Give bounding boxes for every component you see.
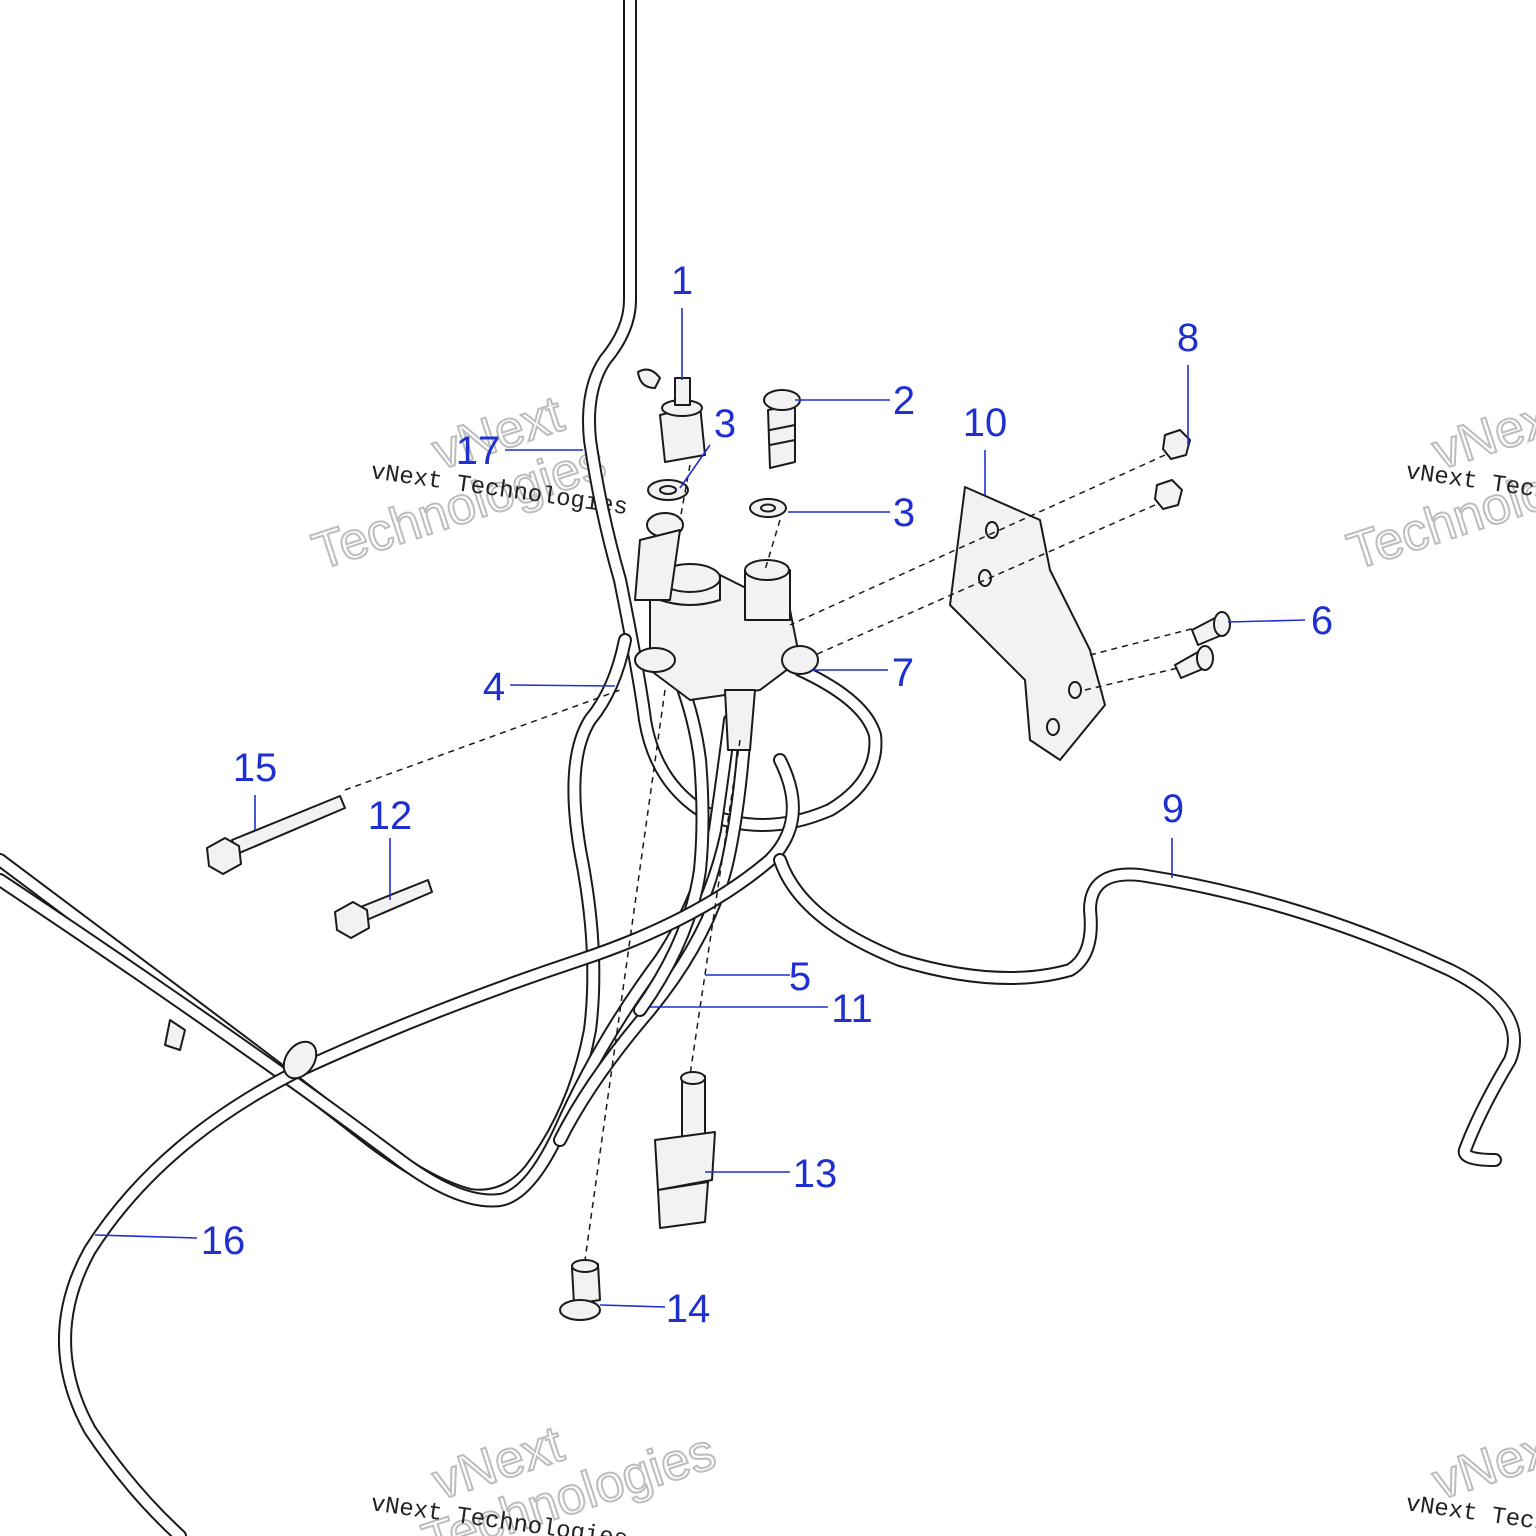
brake-line-4 <box>0 633 632 1203</box>
brake-line-17 <box>582 0 883 832</box>
brake-line-11 <box>633 673 710 1017</box>
watermark-right: vNext Technologies vNext Technologies <box>1340 384 1536 582</box>
callout-6: 6 <box>1311 599 1333 643</box>
bracket-bolt-upper <box>1191 611 1231 646</box>
nut-upper <box>1162 429 1191 460</box>
callout-5: 5 <box>789 955 811 999</box>
callout-2: 2 <box>893 379 915 423</box>
watermark-center: vNext Technologies vNext Technologies <box>305 384 630 582</box>
callout-1: 1 <box>671 259 693 303</box>
callout-10: 10 <box>963 401 1008 445</box>
line-clip <box>164 1019 318 1080</box>
long-bolt <box>206 795 346 875</box>
callout-7: 7 <box>892 651 914 695</box>
short-bolt <box>334 879 433 939</box>
callout-9: 9 <box>1162 787 1184 831</box>
callout-15: 15 <box>233 746 278 790</box>
callout-3-lower: 3 <box>893 491 915 535</box>
banjo-bolt <box>763 389 801 469</box>
brake-line-lower <box>0 713 737 1208</box>
crush-washer-upper <box>647 479 689 501</box>
callout-14: 14 <box>666 1287 711 1331</box>
mounting-bracket <box>949 486 1106 761</box>
pressure-switch <box>654 1071 716 1229</box>
watermark-bottom: vNext Technologies vNext Technologies vN… <box>369 1414 1536 1536</box>
callout-8: 8 <box>1177 316 1199 360</box>
crush-washer-lower <box>749 498 787 518</box>
callout-4: 4 <box>483 665 505 709</box>
bracket-bolt-lower <box>1174 645 1214 679</box>
callout-17: 17 <box>456 429 501 473</box>
callout-12: 12 <box>368 794 413 838</box>
callout-11: 11 <box>831 987 873 1031</box>
brake-distribution-block <box>634 512 819 751</box>
callout-16: 16 <box>201 1219 246 1263</box>
bottom-bolt <box>559 1259 601 1321</box>
bleeder-valve <box>637 368 706 463</box>
callout-labels: 1 2 3 3 4 5 6 7 8 9 10 11 12 13 14 15 16… <box>201 259 1333 1331</box>
callout-3-upper: 3 <box>714 402 736 446</box>
callout-leaders <box>94 308 1306 1308</box>
callout-13: 13 <box>793 1152 838 1196</box>
nut-lower <box>1154 479 1183 510</box>
brake-line-5 <box>553 723 752 1147</box>
brake-line-9 <box>773 853 1521 1167</box>
assembly-guides <box>344 454 1196 1261</box>
